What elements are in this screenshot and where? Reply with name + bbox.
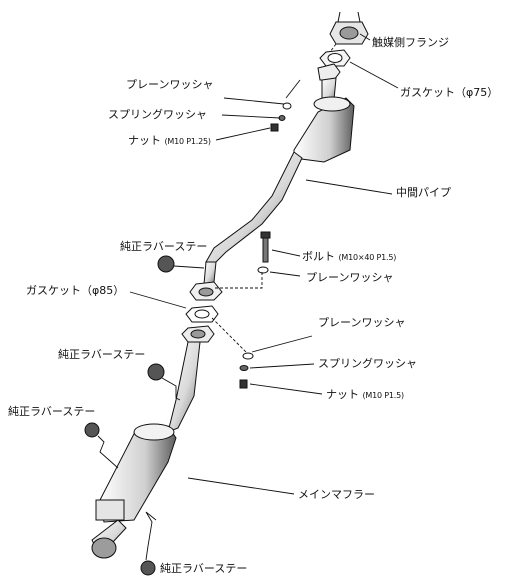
bolt-name: ボルト: [302, 250, 335, 263]
label-spring-washer-top: スプリングワッシャ: [108, 108, 207, 121]
nut-low-name: ナット: [326, 388, 359, 401]
leader-lines: [129, 33, 399, 495]
rubber-stay-part-2: [147, 363, 181, 401]
hardware-bolt: [257, 231, 271, 274]
nut-top-spec: (M10 P1.25): [164, 137, 212, 146]
label-plain-washer-top: プレーンワッシャ: [126, 78, 214, 91]
hardware-low: [239, 352, 254, 389]
nut-low-spec: (M10 P1.5): [362, 391, 405, 400]
label-plain-washer-mid: プレーンワッシャ: [306, 271, 394, 284]
label-bolt: ボルト (M10×40 P1.5): [302, 250, 396, 264]
label-gasket-85: ガスケット（φ85）: [26, 284, 125, 297]
assembly-guides: [211, 43, 337, 353]
label-nut-low: ナット (M10 P1.5): [326, 388, 404, 402]
rubber-stay-part-1: [157, 255, 205, 273]
label-nut-top: ナット (M10 P1.25): [128, 134, 211, 148]
hardware-top: [270, 79, 301, 132]
bolt-spec: (M10×40 P1.5): [338, 253, 397, 262]
nut-top-name: ナット: [128, 134, 161, 147]
label-main-muffler: メインマフラー: [298, 488, 375, 501]
gasket-top-part: [319, 49, 351, 67]
rubber-stay-part-4: [140, 511, 157, 576]
label-spring-washer-low: スプリングワッシャ: [318, 357, 417, 370]
main-muffler-part: [91, 341, 201, 559]
label-rubber-stay-4: 純正ラバーステー: [160, 562, 248, 575]
label-rubber-stay-1: 純正ラバーステー: [120, 240, 208, 253]
label-rubber-stay-2: 純正ラバーステー: [58, 348, 146, 361]
label-mid-pipe: 中間パイプ: [396, 186, 451, 199]
catalyst-flange: [329, 11, 369, 45]
label-rubber-stay-3: 純正ラバーステー: [8, 405, 96, 418]
label-plain-washer-low: プレーンワッシャ: [318, 316, 406, 329]
mid-pipe-part: [203, 63, 355, 285]
label-catalyst-flange: 触媒側フランジ: [372, 36, 449, 49]
mid-flange-part: [181, 281, 223, 343]
label-gasket-75: ガスケット（φ75）: [400, 86, 499, 99]
rubber-stay-part-3: [84, 422, 119, 469]
